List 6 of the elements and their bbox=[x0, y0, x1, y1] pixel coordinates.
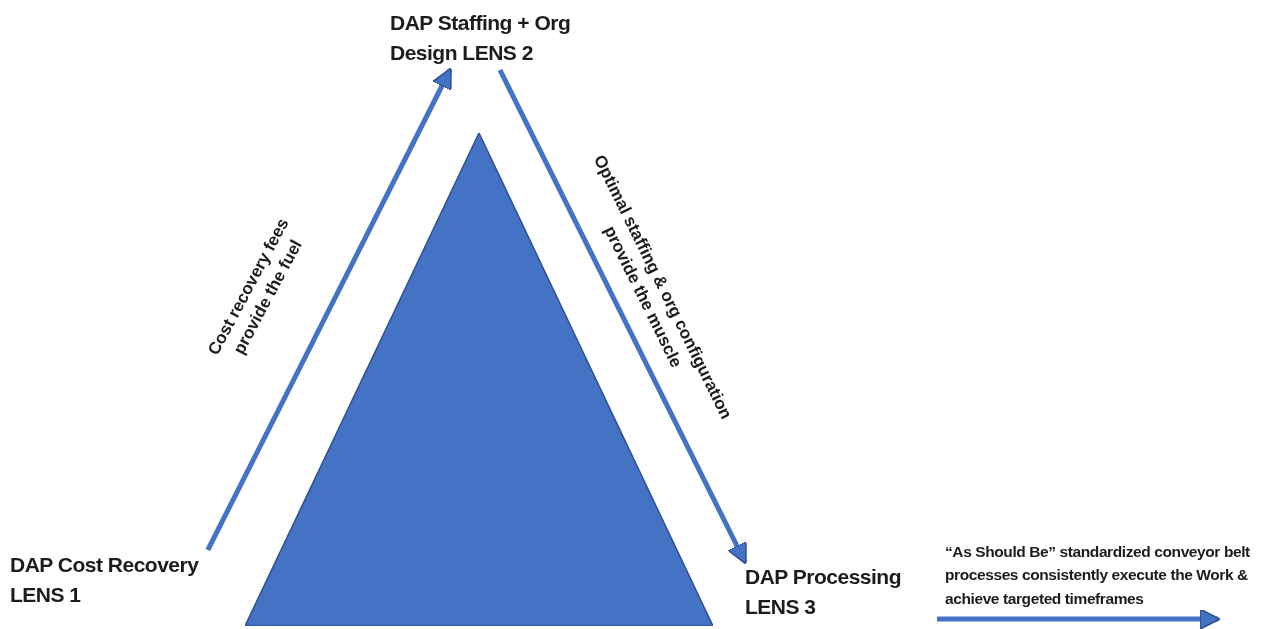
arrow bbox=[497, 68, 748, 565]
arrow bbox=[205, 67, 453, 552]
lens-heading: DAP Cost Recovery LENS 1 bbox=[10, 552, 200, 609]
lens-heading: DAP Processing LENS 3 bbox=[745, 564, 902, 621]
lens-heading: DAP Staffing + Org Design LENS 2 bbox=[390, 10, 572, 67]
arrow bbox=[937, 608, 1221, 629]
